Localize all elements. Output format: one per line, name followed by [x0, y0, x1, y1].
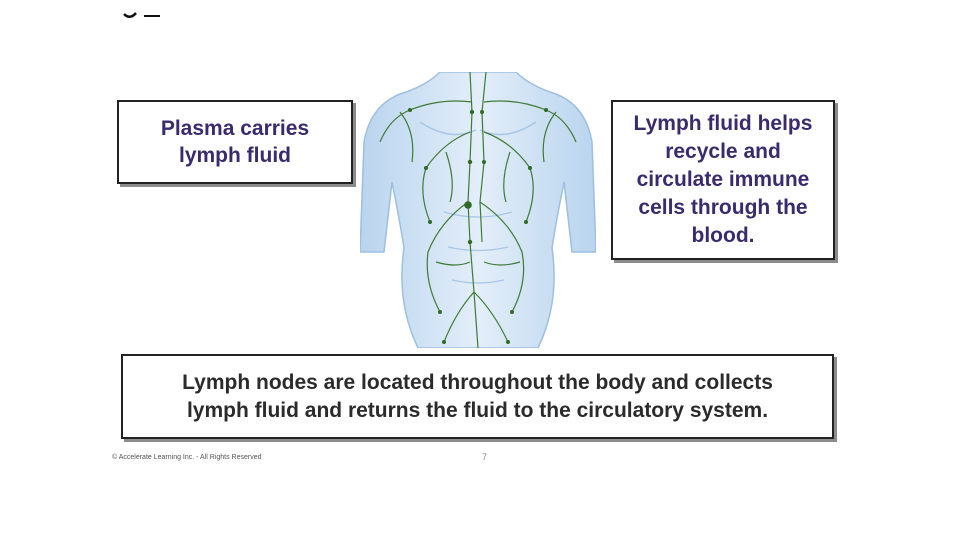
page-number: 7 [482, 452, 488, 462]
logo-mark [123, 12, 160, 18]
lymph-nodes-callout-box: Lymph nodes are located throughout the b… [121, 354, 834, 439]
copyright-footer: © Accelerate Learning Inc. - All Rights … [112, 454, 262, 461]
lymph-fluid-callout-text: Lymph fluid helps recycle and circulate … [633, 112, 813, 247]
lymph-nodes-callout-text: Lymph nodes are located throughout the b… [182, 370, 773, 422]
lymph-fluid-callout-box: Lymph fluid helps recycle and circulate … [611, 100, 835, 260]
plasma-callout-text: Plasma carries lymph fluid [160, 117, 310, 167]
lymphatic-system-illustration [360, 72, 596, 348]
plasma-callout-box: Plasma carries lymph fluid [117, 100, 353, 184]
